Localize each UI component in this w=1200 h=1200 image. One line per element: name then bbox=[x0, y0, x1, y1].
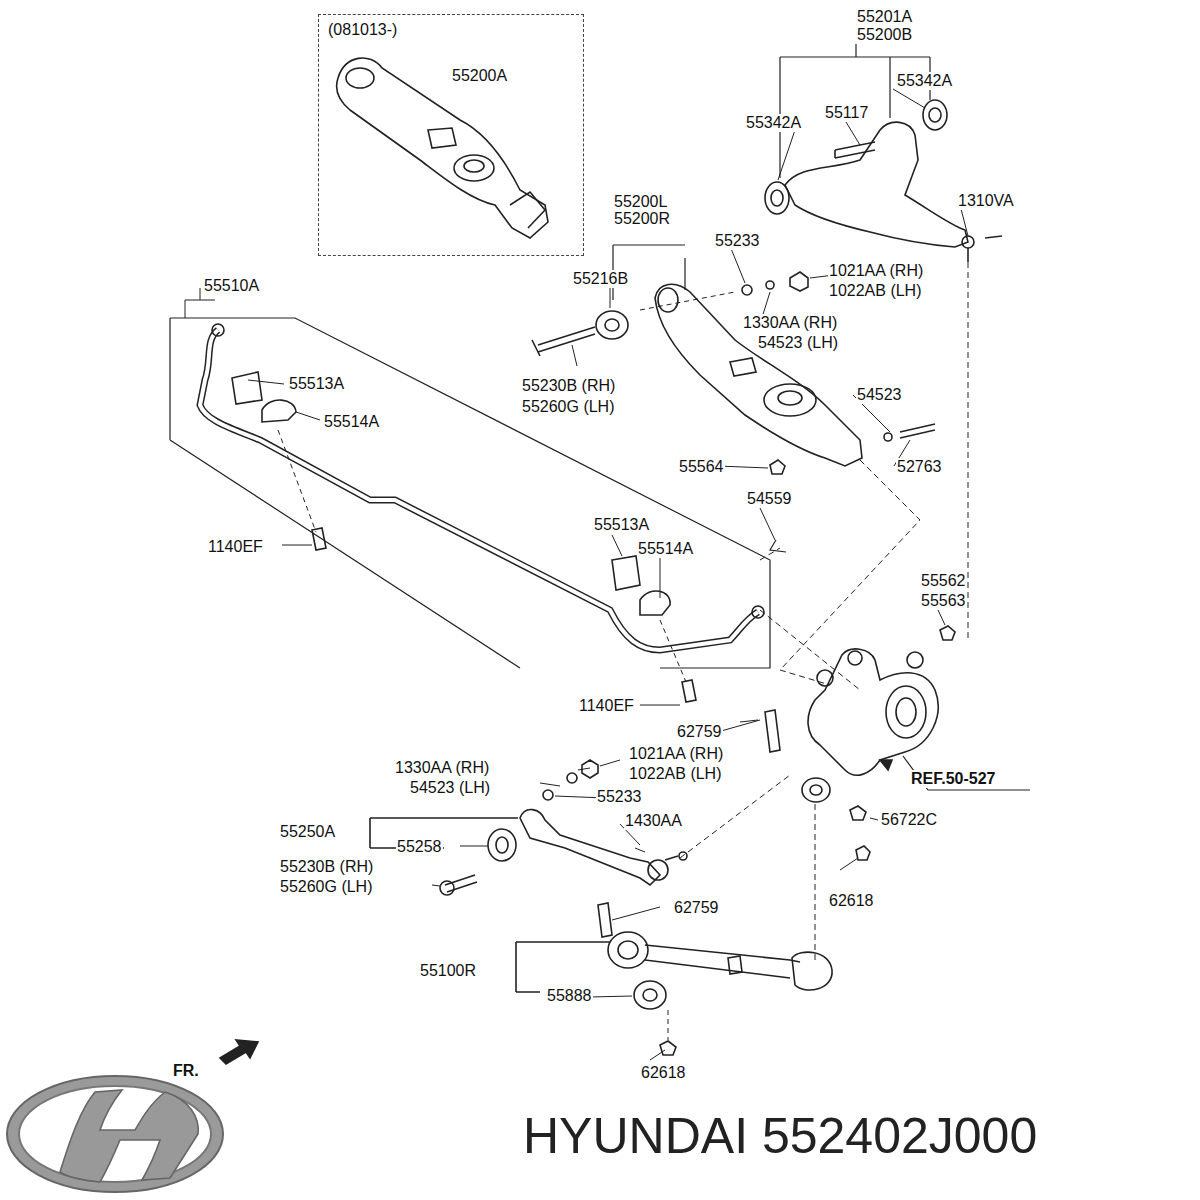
brand-part-number: HYUNDAI 552402J000 bbox=[522, 1108, 1038, 1164]
callout-number: 54523 (LH) bbox=[409, 779, 491, 797]
callout-number: 55200B bbox=[856, 26, 913, 44]
callout-number: 55342A bbox=[745, 114, 802, 132]
callout-number: 1330AA (RH) bbox=[742, 314, 838, 332]
callout-number: 1022AB (LH) bbox=[828, 282, 923, 300]
callout-number: 55260G (LH) bbox=[279, 878, 374, 896]
callout-number: 54523 (LH) bbox=[757, 334, 839, 352]
callout-number: 55100R bbox=[419, 962, 477, 980]
callout-number: 62618 bbox=[828, 892, 875, 910]
callout-number: 55216B bbox=[572, 270, 629, 288]
callout-number: 1021AA (RH) bbox=[828, 262, 924, 280]
callout-number: 55563 bbox=[920, 592, 967, 610]
variant-frame: (081013-) 55200A bbox=[318, 14, 584, 256]
callout-number: 55200R bbox=[613, 210, 671, 228]
callout-number: 55233 bbox=[714, 232, 761, 250]
callout-number: 55200L bbox=[613, 193, 668, 211]
callout-number: 54523 bbox=[856, 386, 903, 404]
callout-number: 55233 bbox=[596, 788, 643, 806]
callout-number: 56722C bbox=[880, 811, 938, 829]
callout-number: 55200A bbox=[451, 67, 508, 85]
callout-number: 55564 bbox=[678, 458, 725, 476]
callout-number: 62759 bbox=[676, 723, 723, 741]
callout-number: 55514A bbox=[637, 540, 694, 558]
callout-number: 55250A bbox=[279, 823, 336, 841]
reference-note: REF.50-527 bbox=[910, 770, 997, 788]
callout-number: 55888 bbox=[546, 987, 593, 1005]
callout-number: 1310VA bbox=[957, 192, 1015, 210]
callout-number: 54559 bbox=[746, 490, 793, 508]
callout-number: 1021AA (RH) bbox=[628, 745, 724, 763]
callout-number: 55513A bbox=[288, 375, 345, 393]
callout-number: 62759 bbox=[673, 899, 720, 917]
date-note: (081013-) bbox=[327, 21, 398, 39]
callout-number: 55510A bbox=[203, 277, 260, 295]
callout-number: 55230B (RH) bbox=[279, 858, 374, 876]
callout-number: 55342A bbox=[896, 72, 953, 90]
callout-number: 55230B (RH) bbox=[521, 377, 616, 395]
direction-label: FR. bbox=[172, 1062, 200, 1080]
callout-number: 55260G (LH) bbox=[521, 398, 616, 416]
callout-number: 62618 bbox=[640, 1064, 687, 1082]
callout-number: 55201A bbox=[856, 8, 913, 26]
callout-number: 1022AB (LH) bbox=[628, 765, 723, 783]
callout-number: 1140EF bbox=[578, 697, 635, 715]
callout-number: 55513A bbox=[593, 516, 650, 534]
callout-number: 1140EF bbox=[207, 538, 264, 556]
callout-number: 52763 bbox=[896, 458, 943, 476]
callout-number: 55117 bbox=[824, 104, 869, 122]
callout-number: 55258 bbox=[396, 838, 443, 856]
callout-number: 1430AA bbox=[624, 812, 683, 830]
callout-number: 55562 bbox=[920, 572, 967, 590]
callout-number: 1330AA (RH) bbox=[394, 759, 490, 777]
callout-number: 55514A bbox=[323, 413, 380, 431]
